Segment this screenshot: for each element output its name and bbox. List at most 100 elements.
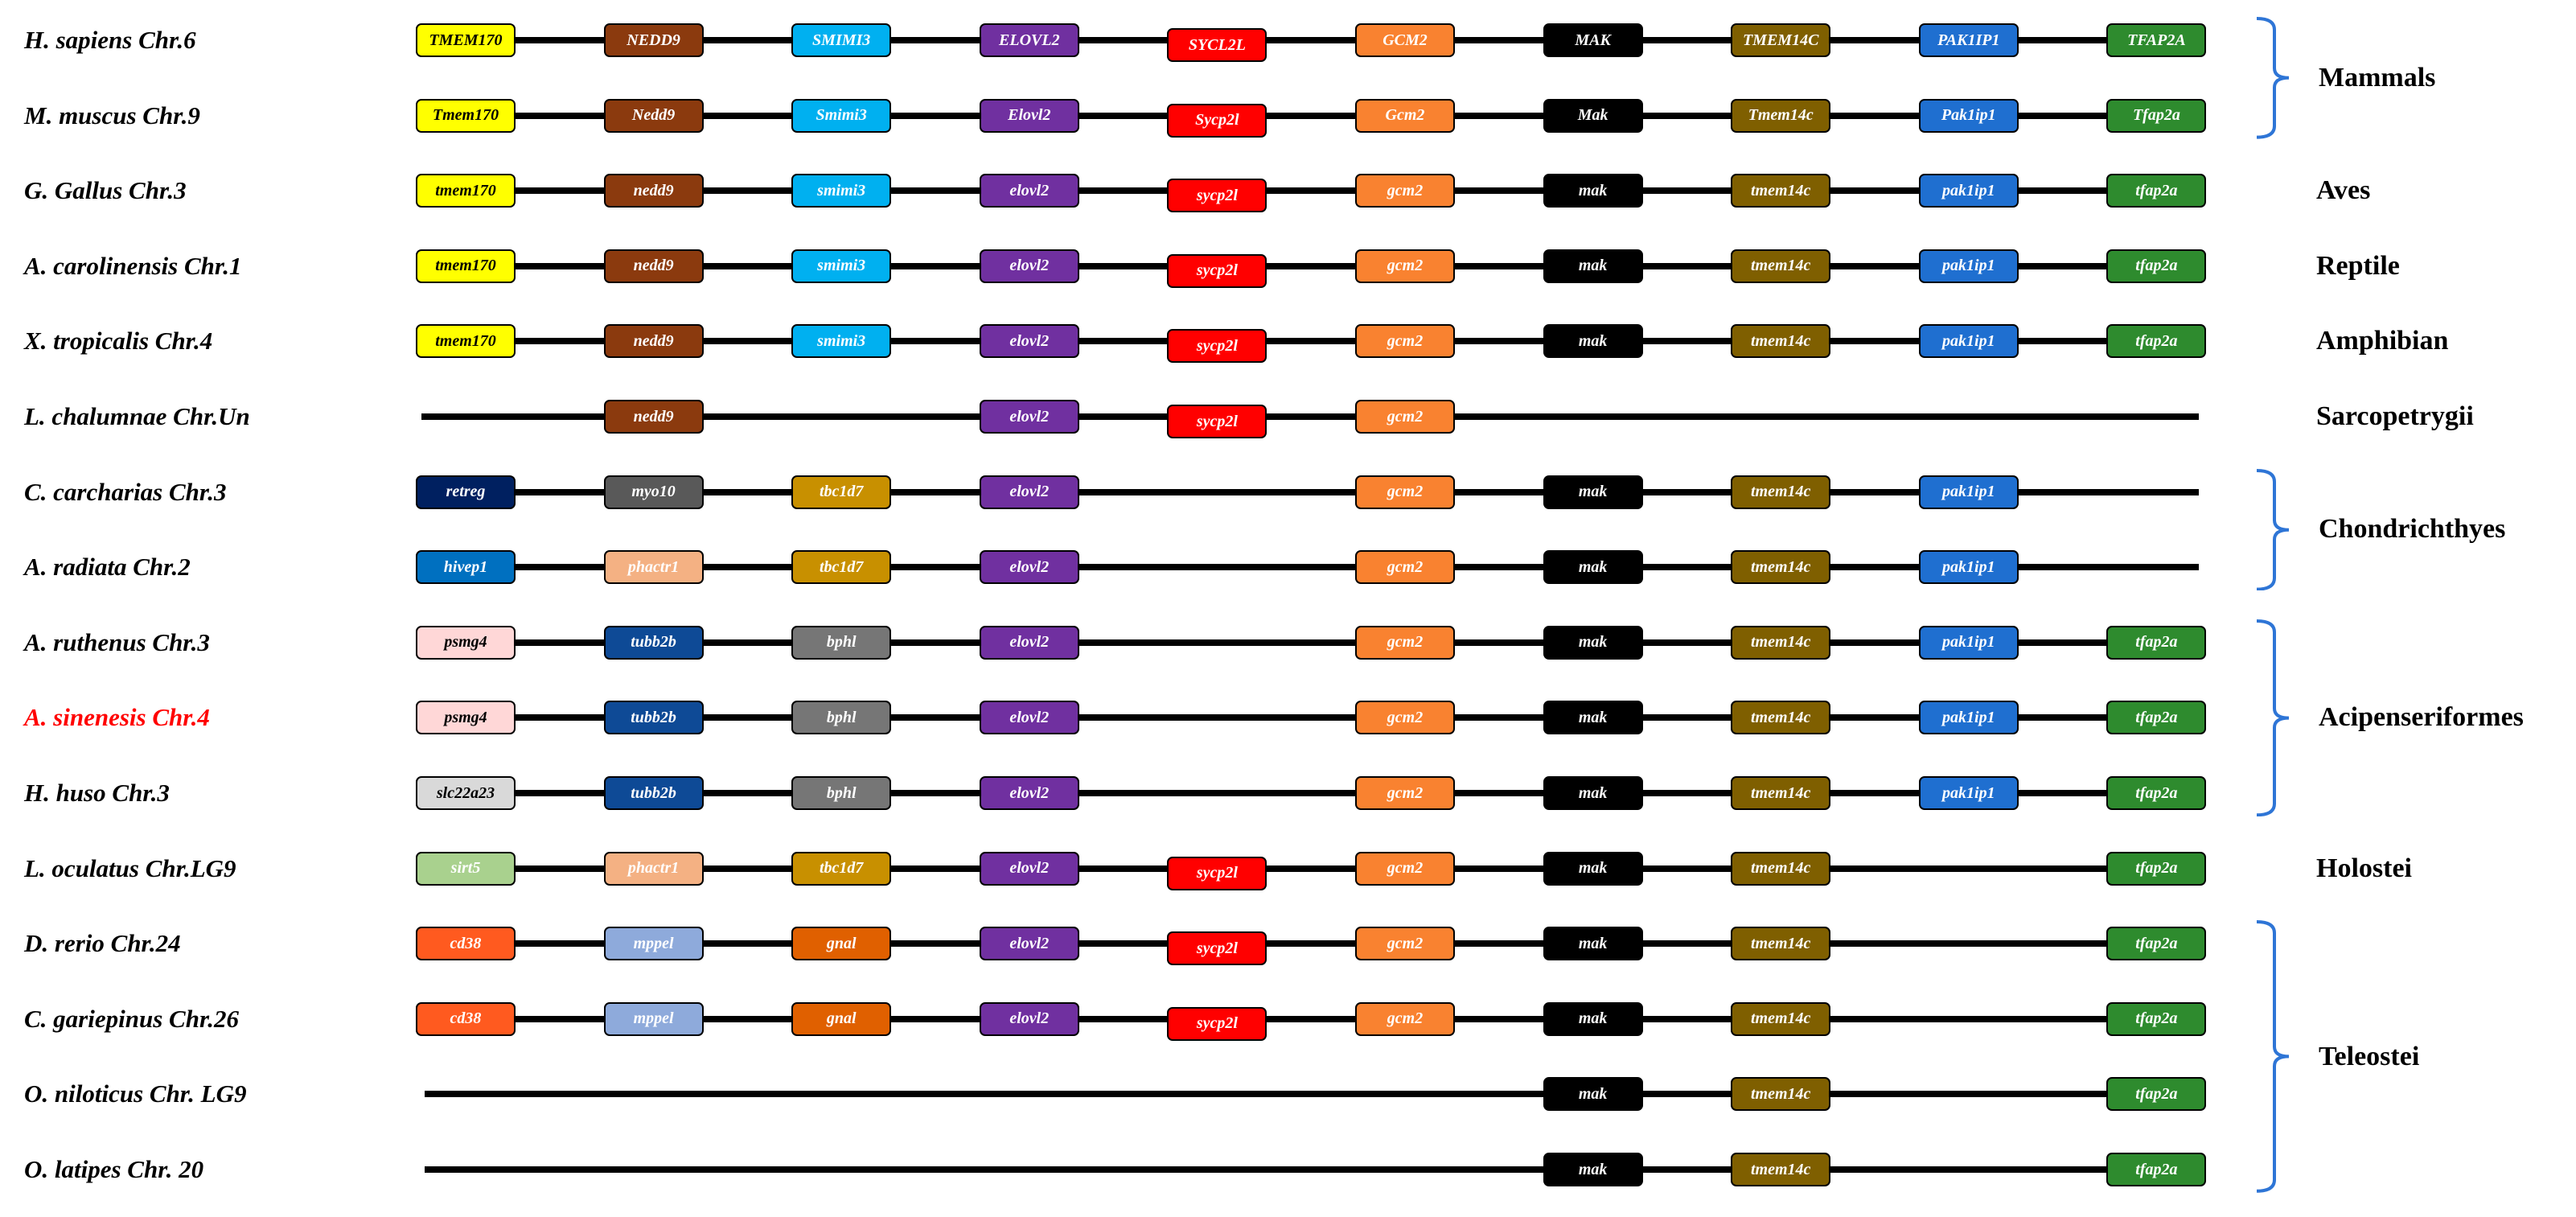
- gene-box-tfap2a: tfap2a: [2106, 1077, 2207, 1112]
- gene-box-elovl2: elovl2: [979, 174, 1079, 208]
- gene-box-nedd9: nedd9: [603, 324, 704, 359]
- gene-box-pak1ip1: pak1ip1: [1918, 550, 2019, 585]
- group-label: Acipenseriformes: [2319, 702, 2524, 733]
- chromosome-line: [421, 940, 2199, 948]
- group-label: Chondrichthyes: [2319, 514, 2506, 545]
- gene-box-elovl2: elovl2: [979, 776, 1079, 810]
- species-label: C. carcharias Chr.3: [24, 477, 227, 506]
- chromosome-line: [421, 37, 2199, 43]
- gene-box-myo10: myo10: [603, 475, 704, 509]
- species-label: H. huso Chr.3: [24, 779, 170, 807]
- gene-box-tbc1d7: tbc1d7: [791, 475, 892, 509]
- gene-box-sycp2l: sycp2l: [1167, 856, 1267, 890]
- gene-box-pak1ip1: PAK1IP1: [1918, 23, 2019, 57]
- gene-box-pak1ip1: pak1ip1: [1918, 625, 2019, 660]
- group-label: Reptile: [2316, 250, 2400, 281]
- gene-box-mak: mak: [1543, 1001, 1643, 1036]
- gene-box-elovl2: elovl2: [979, 701, 1079, 735]
- species-label: A. radiata Chr.2: [24, 553, 191, 582]
- gene-box-psmg4: psmg4: [416, 701, 516, 735]
- gene-box-elovl2: Elovl2: [979, 98, 1079, 133]
- species-label: A. ruthenus Chr.3: [24, 627, 210, 656]
- gene-box-mak: mak: [1543, 927, 1643, 961]
- gene-box-tmem170: tmem170: [416, 174, 516, 208]
- gene-box-tmem14c: tmem14c: [1731, 1153, 1831, 1186]
- gene-box-bphl: bphl: [791, 776, 892, 810]
- gene-box-tfap2a: tfap2a: [2106, 851, 2207, 886]
- species-label: O. niloticus Chr. LG9: [24, 1079, 247, 1108]
- gene-box-hivep1: hivep1: [416, 550, 516, 585]
- species-label: M. muscus Chr.9: [24, 101, 200, 130]
- gene-box-nedd9: nedd9: [603, 249, 704, 283]
- group-bracket: [2256, 920, 2290, 1193]
- species-label: H. sapiens Chr.6: [24, 26, 196, 54]
- chromosome-line: [421, 639, 2199, 646]
- gene-box-gcm2: gcm2: [1355, 927, 1455, 961]
- gene-box-tmem14c: tmem14c: [1731, 550, 1831, 585]
- gene-box-tmem14c: tmem14c: [1731, 1077, 1831, 1112]
- gene-box-tubb2b: tubb2b: [603, 776, 704, 810]
- gene-box-pak1ip1: pak1ip1: [1918, 776, 2019, 810]
- gene-box-slc22a23: slc22a23: [416, 776, 516, 810]
- chromosome-line: [421, 262, 2199, 269]
- gene-box-tmem14c: tmem14c: [1731, 625, 1831, 660]
- gene-box-tfap2a: TFAP2A: [2106, 23, 2207, 57]
- chromosome-line: [421, 865, 2199, 872]
- gene-box-mak: mak: [1543, 1077, 1643, 1112]
- gene-box-tfap2a: tfap2a: [2106, 776, 2207, 810]
- gene-box-smimi3: smimi3: [791, 324, 892, 359]
- gene-box-mak: mak: [1543, 776, 1643, 810]
- gene-box-bphl: bphl: [791, 701, 892, 735]
- gene-box-tfap2a: tfap2a: [2106, 249, 2207, 283]
- gene-box-tfap2a: tfap2a: [2106, 1153, 2207, 1186]
- group-bracket: [2256, 468, 2290, 591]
- gene-box-pak1ip1: pak1ip1: [1918, 249, 2019, 283]
- gene-box-nedd9: Nedd9: [603, 98, 704, 133]
- gene-box-phactr1: phactr1: [603, 550, 704, 585]
- species-label: C. gariepinus Chr.26: [24, 1004, 240, 1033]
- gene-box-retreg: retreg: [416, 475, 516, 509]
- gene-box-mak: MAK: [1543, 23, 1643, 57]
- gene-box-mppel: mppel: [603, 1001, 704, 1036]
- gene-box-tfap2a: Tfap2a: [2106, 98, 2207, 133]
- gene-box-tfap2a: tfap2a: [2106, 174, 2207, 208]
- gene-box-tfap2a: tfap2a: [2106, 1001, 2207, 1036]
- gene-box-elovl2: elovl2: [979, 324, 1079, 359]
- gene-box-gcm2: gcm2: [1355, 249, 1455, 283]
- gene-box-psmg4: psmg4: [416, 625, 516, 660]
- gene-box-elovl2: elovl2: [979, 625, 1079, 660]
- gene-box-tmem14c: tmem14c: [1731, 1001, 1831, 1036]
- chromosome-line: [421, 413, 2199, 420]
- gene-box-smimi3: smimi3: [791, 174, 892, 208]
- chromosome-line: [425, 1166, 2199, 1173]
- gene-box-elovl2: elovl2: [979, 475, 1079, 509]
- chromosome-line: [421, 714, 2199, 722]
- gene-box-sycp2l: sycp2l: [1167, 405, 1267, 438]
- gene-box-tfap2a: tfap2a: [2106, 701, 2207, 735]
- gene-box-smimi3: smimi3: [791, 249, 892, 283]
- chromosome-line: [421, 187, 2199, 195]
- gene-box-gcm2: gcm2: [1355, 1001, 1455, 1036]
- gene-box-mak: mak: [1543, 851, 1643, 886]
- gene-box-mak: mak: [1543, 249, 1643, 283]
- gene-box-elovl2: elovl2: [979, 550, 1079, 585]
- gene-box-elovl2: elovl2: [979, 1001, 1079, 1036]
- gene-box-elovl2: elovl2: [979, 851, 1079, 886]
- gene-box-phactr1: phactr1: [603, 851, 704, 886]
- gene-box-sirt5: sirt5: [416, 851, 516, 886]
- gene-box-gcm2: GCM2: [1355, 23, 1455, 57]
- species-label: O. latipes Chr. 20: [24, 1155, 204, 1183]
- group-bracket: [2256, 619, 2290, 816]
- gene-box-sycp2l: sycp2l: [1167, 931, 1267, 966]
- chromosome-line: [421, 488, 2199, 495]
- gene-box-pak1ip1: pak1ip1: [1918, 475, 2019, 509]
- species-label: L. oculatus Chr.LG9: [24, 853, 236, 882]
- gene-box-bphl: bphl: [791, 625, 892, 660]
- gene-box-tbc1d7: tbc1d7: [791, 851, 892, 886]
- gene-box-gcm2: gcm2: [1355, 475, 1455, 509]
- gene-box-mak: mak: [1543, 1153, 1643, 1186]
- gene-box-sycp2l: sycp2l: [1167, 253, 1267, 288]
- gene-box-tmem14c: TMEM14C: [1731, 23, 1831, 57]
- gene-box-mak: mak: [1543, 174, 1643, 208]
- gene-box-sycp2l: sycp2l: [1167, 1006, 1267, 1041]
